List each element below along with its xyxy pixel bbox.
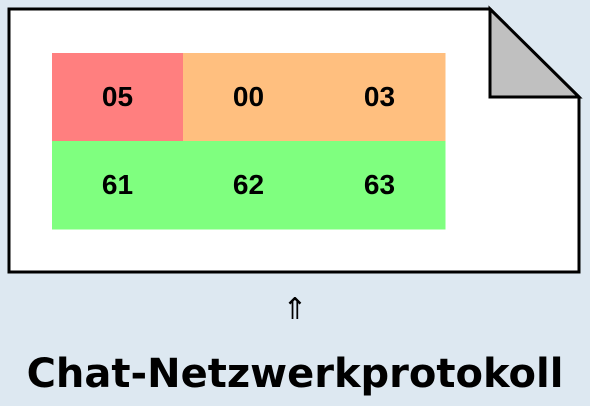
byte-cell-background bbox=[183, 141, 315, 230]
byte-cell: 00 bbox=[232, 81, 265, 112]
byte-cell: 62 bbox=[232, 169, 265, 200]
byte-cell: 05 bbox=[101, 81, 134, 112]
byte-cell-background bbox=[314, 141, 446, 230]
document-page-icon bbox=[7, 5, 583, 274]
up-double-arrow-icon: ⇑ bbox=[282, 292, 308, 327]
byte-cell-background bbox=[314, 53, 446, 142]
caption: Chat-Netzwerkprotokoll bbox=[26, 351, 564, 397]
byte-cell-background bbox=[52, 141, 184, 230]
byte-cell: 03 bbox=[363, 81, 396, 112]
byte-cell-background bbox=[52, 53, 184, 142]
byte-grid bbox=[52, 53, 446, 230]
document-folded-corner bbox=[488, 5, 583, 99]
byte-cell: 63 bbox=[363, 169, 396, 200]
byte-cell-background bbox=[183, 53, 315, 142]
byte-cell: 61 bbox=[101, 169, 134, 200]
